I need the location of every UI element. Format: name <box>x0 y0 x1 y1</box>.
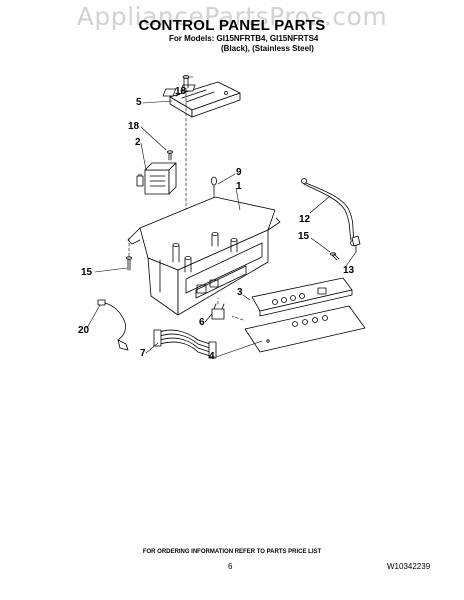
variants-line: (Black), (Stainless Steel) <box>221 44 314 53</box>
callout-13-ground-clip: 13 <box>343 265 355 276</box>
callout-4-overlay: 4 <box>209 351 215 362</box>
wire-connector-part <box>97 299 129 351</box>
callout-15-screw-right: 15 <box>298 231 310 242</box>
transformer-part <box>136 162 177 195</box>
callout-20-wire-connector: 20 <box>78 325 90 336</box>
switch-part <box>211 297 225 320</box>
callout-15-screw-left: 15 <box>81 267 93 278</box>
callout-6-switch: 6 <box>199 317 205 328</box>
switch-panel-part <box>251 277 353 317</box>
callout-2-transformer: 2 <box>135 137 141 148</box>
callout-9-eyelet: 9 <box>236 167 242 178</box>
housing-screw-left-part <box>126 237 132 271</box>
control-housing-part <box>127 196 281 316</box>
page-number: 6 <box>228 562 233 571</box>
transformer-screw-part <box>167 150 173 161</box>
page-title: CONTROL PANEL PARTS <box>138 17 326 34</box>
callout-3-switch-panel: 3 <box>237 287 243 298</box>
document-number: W10342239 <box>387 562 431 571</box>
callout-5-control-board: 5 <box>136 97 142 108</box>
watermark-text: AppliancePartsPros.com <box>76 2 388 31</box>
ground-clip-part <box>351 235 361 253</box>
ribbon-cable-part <box>153 329 217 359</box>
ordering-info-note: FOR ORDERING INFORMATION REFER TO PARTS … <box>142 549 322 555</box>
callout-18-board-screw: 18 <box>175 86 187 97</box>
callout-1-housing: 1 <box>236 181 242 192</box>
wire-harness-part <box>301 178 356 246</box>
models-line: For Models: GI15NFRTB4, GI15NFRTS4 <box>169 34 319 43</box>
housing-screw-right-part <box>330 252 340 261</box>
callout-18-transformer-screw: 18 <box>128 121 140 132</box>
callout-7-ribbon-cable: 7 <box>140 348 146 359</box>
callout-12-wire-harness: 12 <box>299 214 311 225</box>
overlay-part <box>244 305 366 353</box>
control-board-part <box>162 81 241 118</box>
leader-lines <box>86 76 357 358</box>
